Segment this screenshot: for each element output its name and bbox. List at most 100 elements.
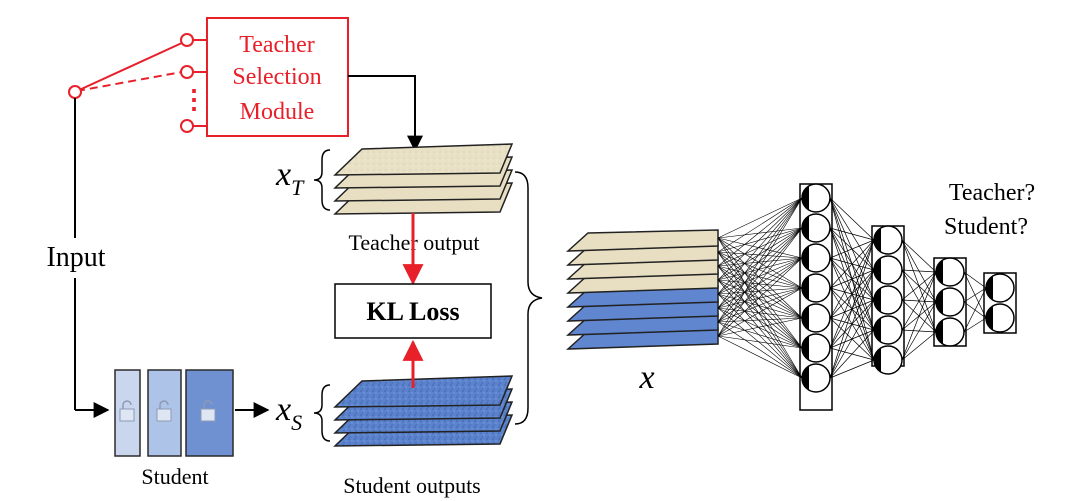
neuron-input-wedge: [802, 246, 809, 270]
neuron-input-wedge: [874, 228, 881, 252]
network-connection: [717, 257, 803, 337]
student-output-stack: Student outputs: [333, 375, 514, 498]
student-block-3: [185, 369, 234, 457]
merged-layer-teacher: [565, 229, 719, 252]
network-layer-box: [983, 272, 1017, 334]
network-connection: [717, 287, 803, 323]
switch-contact-n: [180, 119, 194, 133]
network-connection: [717, 279, 803, 379]
network-connection: [717, 257, 803, 309]
network-connection: [717, 251, 803, 379]
module-label-line-1: Teacher: [239, 32, 315, 58]
network-connection: [717, 317, 803, 337]
network-connection: [963, 287, 987, 333]
network-connection: [717, 265, 803, 319]
network-connection: [901, 271, 937, 331]
neuron-input-wedge: [874, 288, 881, 312]
network-connection: [717, 227, 803, 309]
network-connection: [717, 293, 803, 379]
network-connection: [717, 227, 803, 267]
network-connection: [717, 227, 803, 323]
network-connection: [717, 197, 803, 267]
network-connection: [963, 317, 987, 333]
network-connection: [717, 251, 803, 319]
kl-loss-box: [334, 283, 492, 339]
teacher-selection-module-box: [206, 17, 349, 137]
module-label-line-3: Module: [240, 99, 315, 125]
network-connection: [717, 265, 803, 349]
network-connection: [717, 197, 803, 309]
network-connection: [829, 299, 875, 379]
module-to-teacher-arrow: [348, 75, 423, 152]
network-connection: [901, 269, 937, 273]
switch-lever: [76, 41, 185, 92]
network-connection: [717, 307, 803, 349]
network-connection: [901, 271, 937, 361]
network-connection: [717, 227, 803, 281]
kl-loss-label: KL Loss: [366, 297, 459, 326]
x-s-brace: [313, 384, 331, 442]
network-connection: [717, 321, 803, 349]
network-connection: [717, 335, 803, 349]
teacher-output-stack: Teacher output: [333, 143, 514, 255]
student-outputs-label: Student outputs: [343, 473, 481, 498]
network-connection: [829, 329, 875, 379]
x-t-brace: [313, 149, 331, 211]
network-connection: [717, 197, 803, 281]
input-path: Input: [30, 98, 120, 418]
module-label-line-2: Selection: [232, 64, 321, 90]
student-output-layer: [333, 375, 514, 408]
network-connection: [717, 237, 803, 259]
switch-dots: ⋮: [181, 85, 207, 114]
neuron-input-wedge: [986, 306, 993, 330]
teacher-question-label: Teacher?: [949, 180, 1035, 206]
student-label: Student: [141, 464, 208, 489]
network-connection: [717, 257, 803, 281]
network-connection: [829, 227, 875, 241]
network-connection: [963, 287, 987, 303]
network-connection: [717, 227, 803, 253]
network-connection: [717, 251, 803, 349]
network-connection: [717, 227, 803, 239]
discriminator-network: [717, 183, 1017, 411]
network-connection: [717, 257, 803, 295]
merged-x-label: x: [638, 359, 654, 396]
neuron-input-wedge: [936, 320, 943, 344]
network-connection: [963, 271, 987, 289]
unlock-icon: [200, 400, 216, 422]
neuron-input-wedge: [802, 366, 809, 390]
x-s-label: xS: [275, 384, 331, 442]
network-connection: [829, 269, 875, 379]
network-connection: [717, 287, 803, 337]
network-connection: [717, 287, 803, 295]
x-t-label: xT: [275, 149, 331, 211]
network-connection: [717, 197, 803, 295]
network-connection: [829, 239, 875, 289]
network-connection: [717, 265, 803, 289]
network-connection: [901, 271, 937, 301]
network-connection: [717, 197, 803, 253]
network-connection: [829, 239, 875, 379]
neuron-input-wedge: [936, 260, 943, 284]
network-connection: [717, 227, 803, 337]
teacher-selection-switch: ⋮ Teacher Selection Module: [68, 17, 349, 137]
network-connection: [717, 197, 803, 323]
network-connection: [829, 239, 875, 319]
network-connection: [717, 237, 803, 379]
network-connection: [717, 257, 803, 267]
network-connection: [717, 279, 803, 349]
switch-lever-dashed: [76, 71, 183, 92]
input-label: Input: [46, 242, 105, 273]
network-connection: [829, 239, 875, 259]
network-connection: [717, 237, 803, 289]
switch-contact-2: [180, 65, 194, 79]
network-connection: [717, 335, 803, 379]
network-connection: [717, 251, 803, 289]
network-connection: [717, 287, 803, 309]
student-question-label: Student?: [944, 214, 1028, 240]
network-connection: [901, 239, 937, 273]
network-connection: [717, 279, 803, 289]
merge-brace: [514, 171, 543, 425]
network-connection: [717, 307, 803, 319]
